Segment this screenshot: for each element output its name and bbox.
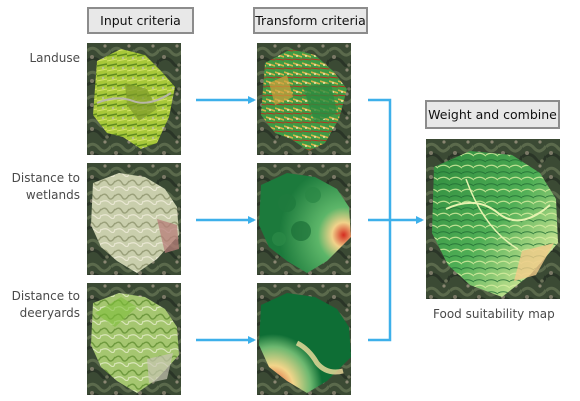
row-label-distance-to-deeryards: Distance to deeryards	[0, 288, 80, 322]
header-weight-and-combine: Weight and combine	[425, 100, 560, 129]
landuse-input-map	[87, 43, 181, 155]
header-transform-criteria: Transform criteria	[253, 7, 368, 34]
row-label-wetlands-line2: wetlands	[25, 188, 80, 202]
bracket-landuse	[368, 98, 392, 220]
header-input-criteria-label: Input criteria	[100, 13, 181, 28]
row-label-deeryards-line2: deeryards	[19, 306, 80, 320]
food-suitability-map	[426, 139, 560, 299]
row-label-wetlands-line1: Distance to	[11, 171, 80, 185]
row-label-landuse-line1: Landuse	[29, 51, 80, 65]
header-weight-and-combine-label: Weight and combine	[428, 107, 557, 122]
deeryards-transformed-map	[257, 283, 351, 395]
wetlands-transformed-map	[257, 163, 351, 275]
header-transform-criteria-label: Transform criteria	[255, 13, 366, 28]
output-caption-text: Food suitability map	[433, 307, 555, 321]
output-caption: Food suitability map	[433, 307, 555, 321]
row-label-distance-to-wetlands: Distance to wetlands	[0, 170, 80, 204]
bracket-deeryards	[368, 220, 392, 342]
wetlands-input-map	[87, 163, 181, 275]
row-label-landuse: Landuse	[0, 50, 80, 67]
row-label-deeryards-line1: Distance to	[11, 289, 80, 303]
landuse-transformed-map	[257, 43, 351, 155]
header-input-criteria: Input criteria	[87, 7, 194, 34]
deeryards-input-map	[87, 283, 181, 395]
